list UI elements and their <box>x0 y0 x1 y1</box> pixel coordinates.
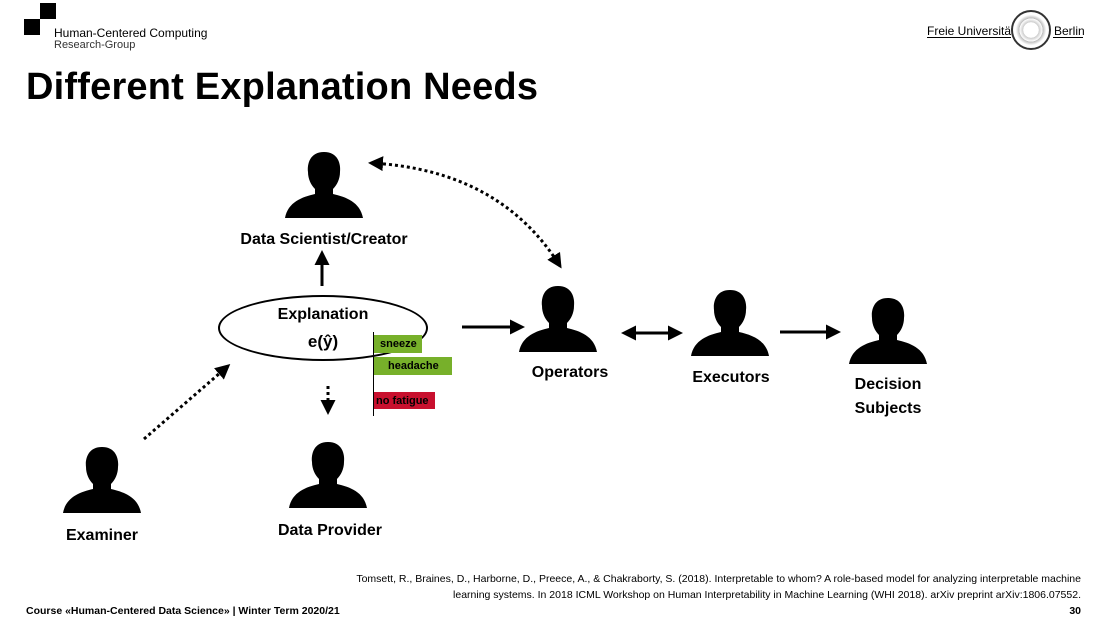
university-underline-right <box>1053 37 1083 38</box>
logo-square-top <box>40 3 56 19</box>
feature-tag-sneeze: sneeze <box>374 335 422 353</box>
explanation-formula: e(ŷ) <box>307 332 339 351</box>
logo-square-bottom <box>24 19 40 35</box>
person-icon-data-provider <box>289 442 367 508</box>
feature-tag-no-fatigue: no fatigue <box>374 392 435 409</box>
person-icon-data-scientist <box>285 152 363 218</box>
reference-line-1: Tomsett, R., Braines, D., Harborne, D., … <box>356 573 1081 585</box>
person-icon-executors <box>691 290 769 356</box>
group-name: Human-Centered Computing <box>54 26 208 40</box>
role-label-examiner: Examiner <box>65 527 139 544</box>
explanation-ellipse <box>218 295 428 361</box>
feature-axis-line <box>373 332 374 416</box>
person-icon-operators <box>519 286 597 352</box>
role-label-subjects: Subjects <box>854 400 922 417</box>
reference-citation: Tomsett, R., Braines, D., Harborne, D., … <box>301 571 1081 603</box>
group-subtitle: Research-Group <box>54 39 136 51</box>
role-label-operators: Operators <box>531 364 609 381</box>
university-seal-icon <box>1011 10 1051 50</box>
feature-tag-headache: headache <box>374 357 452 375</box>
university-name-right: Berlin <box>1054 24 1085 38</box>
role-label-data-provider: Data Provider <box>277 522 383 539</box>
footer-course: Course «Human-Centered Data Science» | W… <box>26 605 340 617</box>
university-name-left: Freie Universität <box>927 24 1015 38</box>
dotted-arrow-scientist-operators <box>368 156 562 269</box>
reference-line-2: learning systems. In 2018 ICML Workshop … <box>453 589 1081 601</box>
page-number: 30 <box>1069 605 1081 617</box>
dotted-arrow-examiner-to-explanation <box>143 364 231 441</box>
person-icon-examiner <box>63 447 141 513</box>
role-label-decision: Decision <box>854 376 922 393</box>
explanation-label: Explanation <box>277 306 369 323</box>
university-underline-left <box>927 37 1011 38</box>
slide-title: Different Explanation Needs <box>26 66 539 108</box>
role-label-executors: Executors <box>692 369 770 386</box>
person-icon-decision-subjects <box>849 298 927 364</box>
role-label-data-scientist: Data Scientist/Creator <box>240 231 408 248</box>
